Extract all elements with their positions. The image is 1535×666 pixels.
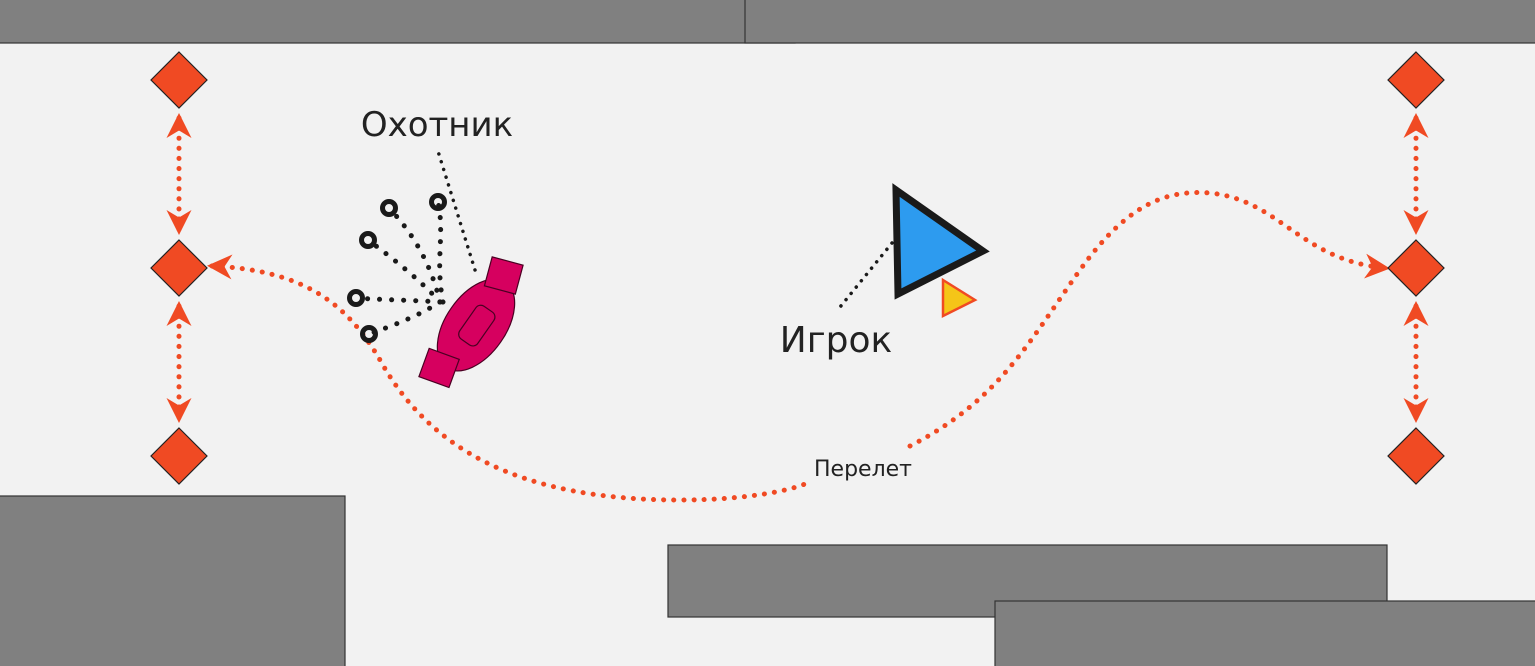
- sensor-ring-icon: [359, 231, 377, 249]
- waypoint-diamond: [1387, 51, 1445, 109]
- waypoint-diamond: [1387, 427, 1445, 485]
- wall-top-right: [744, 0, 1535, 44]
- sensor-ring-icon: [429, 193, 447, 211]
- player-label: Игрок: [780, 320, 892, 361]
- flight-label: Перелет: [814, 457, 912, 482]
- hunter-label: Охотник: [361, 105, 513, 145]
- sensor-ring-icon: [380, 199, 398, 217]
- player-pointer: [834, 241, 894, 314]
- waypoint-diamond: [150, 51, 208, 109]
- wall-bottom-left: [0, 495, 346, 666]
- waypoint-diamond: [1387, 239, 1445, 297]
- player-icon: [892, 183, 990, 300]
- player-direction-icon: [941, 277, 978, 319]
- wall-top-left: [0, 0, 796, 44]
- waypoint-diamond: [150, 427, 208, 485]
- waypoint-diamond: [150, 239, 208, 297]
- sensor-ring-icon: [347, 289, 365, 307]
- flight-path-left: [207, 254, 808, 503]
- sensor-ring-icon: [360, 325, 378, 343]
- wall-bottom-right: [994, 600, 1535, 666]
- hunter-icon: [418, 256, 524, 389]
